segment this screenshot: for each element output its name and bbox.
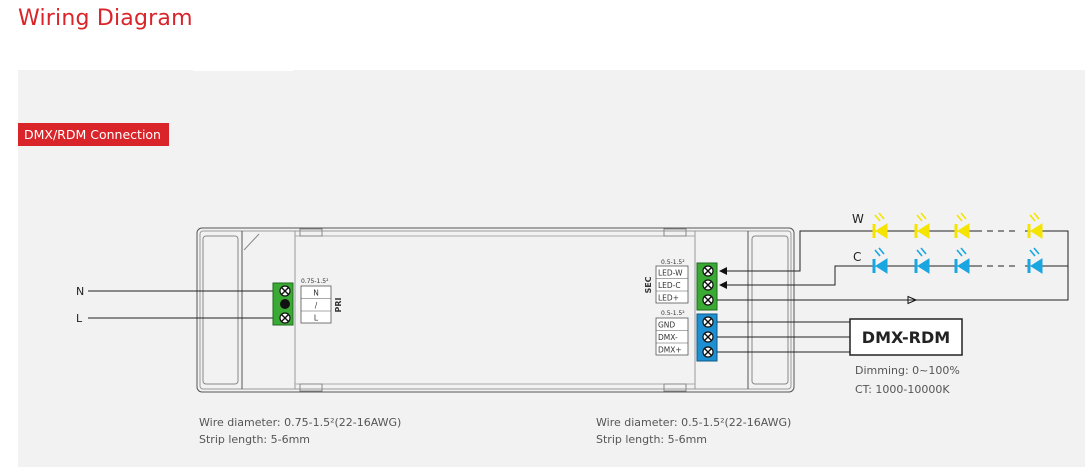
mains-n-label: N (76, 285, 84, 298)
led-string-w-label: W (852, 212, 864, 226)
secondary-terminal-block: 0.5-1.5² LED-W LED-C LED+ SEC (644, 259, 718, 311)
led-w-3 (954, 212, 970, 239)
primary-strip-length: Strip length: 5-6mm (199, 433, 311, 446)
primary-term-n: N (313, 289, 319, 298)
dmx-gauge: 0.5-1.5² (661, 310, 685, 317)
primary-wire-diameter: Wire diameter: 0.75-1.5²(22-16AWG) (199, 416, 402, 429)
dmx-screw-2 (702, 331, 714, 343)
dmx-wires (717, 321, 850, 353)
secondary-term-led-plus: LED+ (658, 294, 679, 303)
secondary-term-led-c: LED-C (658, 281, 681, 290)
secondary-gauge: 0.5-1.5² (661, 259, 685, 266)
led-wiring (717, 230, 1069, 301)
primary-blank-pin (280, 299, 290, 309)
section-tag: DMX/RDM Connection (18, 123, 169, 146)
led-w-4 (1027, 212, 1043, 239)
led-w-1 (872, 212, 888, 239)
led-c-2 (914, 247, 930, 274)
dimming-range: Dimming: 0~100% (855, 364, 960, 377)
secondary-screw-1 (702, 265, 714, 277)
dmx-rdm-controller: DMX-RDM (849, 318, 963, 356)
diagram-panel (18, 70, 1085, 467)
dmx-term-plus: DMX+ (658, 346, 682, 355)
dmx-screw-3 (702, 346, 714, 358)
primary-wire-note: Wire diameter: 0.75-1.5²(22-16AWG) Strip… (199, 414, 401, 448)
primary-term-slash: / (315, 301, 318, 310)
led-layer (872, 212, 1043, 274)
page-title: Wiring Diagram (18, 6, 193, 31)
primary-screw-1 (279, 285, 291, 297)
primary-terminal-block: 0.75-1.5² N / L PRI (272, 278, 343, 326)
secondary-strip-length: Strip length: 5-6mm (596, 433, 708, 446)
secondary-wire-note: Wire diameter: 0.5-1.5²(22-16AWG) Strip … (596, 414, 791, 448)
ct-range: CT: 1000-10000K (855, 383, 950, 396)
primary-term-l: L (314, 314, 319, 323)
led-string-c-label: C (853, 250, 861, 264)
mains-wires: N L (76, 285, 276, 325)
wire-arrows (719, 267, 918, 305)
secondary-screw-3 (702, 294, 714, 306)
secondary-wire-diameter: Wire diameter: 0.5-1.5²(22-16AWG) (596, 416, 792, 429)
primary-side-label: PRI (334, 297, 343, 312)
led-c-1 (872, 247, 888, 274)
primary-gauge: 0.75-1.5² (301, 278, 329, 285)
secondary-side-label: SEC (644, 276, 653, 293)
led-w-2 (914, 212, 930, 239)
dmx-term-minus: DMX- (658, 333, 678, 342)
driver-housing (196, 227, 795, 393)
primary-screw-3 (279, 312, 291, 324)
secondary-term-led-w: LED-W (658, 269, 683, 278)
panel-notch (193, 69, 293, 71)
led-c-3 (954, 247, 970, 274)
secondary-screw-2 (702, 279, 714, 291)
dmx-term-gnd: GND (658, 321, 675, 330)
dmx-screw-1 (702, 316, 714, 328)
controller-specs: Dimming: 0~100% CT: 1000-10000K (855, 361, 960, 399)
controller-label: DMX-RDM (862, 328, 950, 347)
mains-l-label: L (76, 312, 83, 325)
dmx-terminal-block: 0.5-1.5² GND DMX- DMX+ (655, 310, 718, 362)
led-c-4 (1027, 247, 1043, 274)
